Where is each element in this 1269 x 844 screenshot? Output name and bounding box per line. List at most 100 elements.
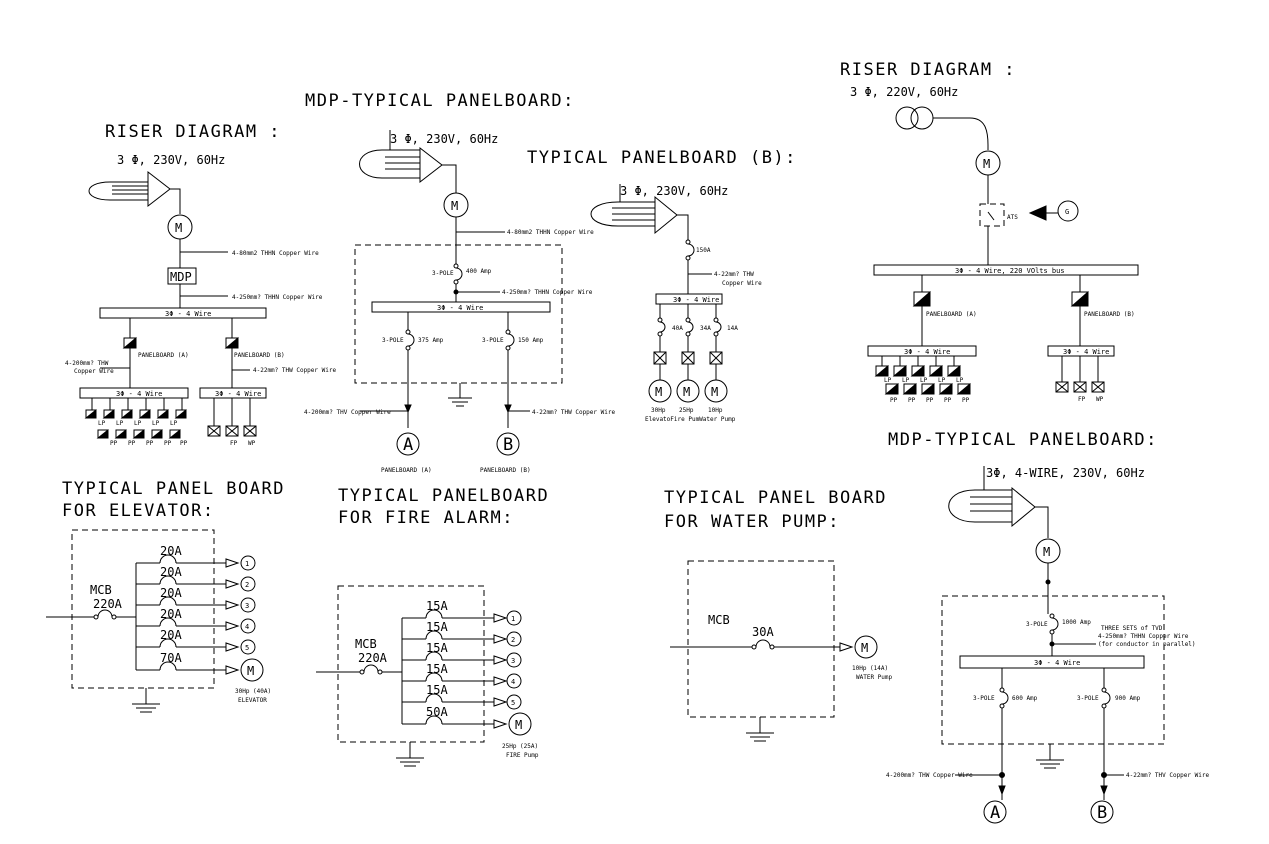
waterpump-title-1: TYPICAL PANEL BOARD [664,488,887,508]
svg-text:FP: FP [230,440,238,447]
riser-left-title: RISER DIAGRAM : [105,122,281,142]
riser-left-panel-b-loads: FP WP [207,398,257,447]
riser-right-supply: 3 Φ, 220V, 60Hz [850,85,958,99]
svg-text:G: G [1065,208,1069,216]
svg-text:M: M [247,664,254,678]
svg-text:15A: 15A [426,641,448,655]
mdp1-meter-label: M [451,199,458,213]
riser-left-wire-a: 4-200mm? THW [65,360,109,367]
svg-text:PP: PP [944,397,952,404]
svg-text:40A: 40A [672,325,683,332]
riser-right-bus [873,264,1139,276]
svg-text:3Φ - 4 Wire: 3Φ - 4 Wire [1034,659,1080,667]
panelb-bus [655,293,723,305]
elevator-branches: 20A 20A 20A 20A 20A 70A 1 2 3 4 5 M [136,544,264,682]
svg-text:10Hp (14A): 10Hp (14A) [852,665,888,672]
svg-text:5: 5 [511,699,515,707]
svg-text:M: M [515,718,522,732]
svg-text:M: M [655,385,662,399]
panelb-motor-2-icon [676,379,700,403]
riser-left-bus-label: 3Φ - 4 Wire [165,310,211,318]
mdp2-output-b [1090,800,1114,824]
svg-text:3Φ - 4 Wire: 3Φ - 4 Wire [1063,348,1109,356]
elevator-motor-icon [240,658,264,682]
firealarm-title-2: FOR FIRE ALARM: [338,508,514,528]
svg-text:20A: 20A [160,586,182,600]
svg-text:WP: WP [248,440,256,447]
svg-text:900 Amp: 900 Amp [1115,695,1141,702]
svg-text:MCB: MCB [355,637,377,651]
mdp1-output-a [396,432,420,456]
svg-text:ATS: ATS [1007,214,1018,221]
svg-text:PP: PP [180,440,188,447]
svg-text:5: 5 [245,644,249,652]
mdp1-wire-a: 4-200mm? THV Copper Wire [304,409,391,416]
mdp2-wire-a: 4-200mm? THW Copper Wire [886,772,973,779]
svg-text:70A: 70A [160,651,182,665]
mdp2-wire-b: 4-22mm? THV Copper Wire [1126,772,1209,779]
svg-text:1000 Amp: 1000 Amp [1062,619,1091,626]
svg-text:PP: PP [146,440,154,447]
svg-text:3-POLE: 3-POLE [1077,695,1099,702]
svg-text:LP: LP [920,377,928,384]
svg-text:WP: WP [1096,396,1104,403]
riser-left-meter-label: M [175,221,182,235]
svg-text:(for conductor in parallel): (for conductor in parallel) [1098,641,1196,648]
svg-text:3: 3 [245,602,249,610]
svg-text:FIRE Pump: FIRE Pump [506,752,539,759]
svg-text:220A: 220A [93,597,123,611]
svg-text:1: 1 [511,615,515,623]
svg-text:LP: LP [902,377,910,384]
mdp1-wire-b: 4-22mm? THW Copper Wire [532,409,615,416]
svg-text:MCB: MCB [90,583,112,597]
riser-left-bus [99,307,267,319]
svg-text:PP: PP [110,440,118,447]
riser-right-title: RISER DIAGRAM : [840,60,1016,80]
panelb-motor-3-icon [704,379,728,403]
riser-right-panel-b-loads: FP WP [1055,356,1105,403]
riser-left-wire2: 4-250mm? THHN Copper Wire [232,294,323,301]
svg-text:PP: PP [962,397,970,404]
svg-text:25Hp: 25Hp [679,407,694,414]
mdp1-transformer-icon [419,146,443,184]
panelb-transformer-icon [654,195,678,235]
elevator-enclosure [71,529,215,689]
svg-text:PANELBOARD (A): PANELBOARD (A) [381,467,432,474]
svg-text:MCB: MCB [708,613,730,627]
riser-left-supply: 3 Φ, 230V, 60Hz [117,153,225,167]
svg-text:2: 2 [511,636,515,644]
riser-left-wire-a2: Copper Wire [74,368,114,375]
svg-text:PP: PP [890,397,898,404]
svg-text:3-POLE: 3-POLE [482,337,504,344]
riser-left-service-loop [88,181,148,201]
mdp2-title: MDP-TYPICAL PANELBOARD: [888,430,1158,450]
riser-right-generator-icon [1057,200,1079,222]
svg-text:220A: 220A [358,651,388,665]
svg-text:3Φ - 4 Wire: 3Φ - 4 Wire [437,304,483,312]
svg-text:3-POLE: 3-POLE [432,270,454,277]
svg-text:M: M [1043,545,1050,559]
svg-text:15A: 15A [426,599,448,613]
svg-text:B: B [503,435,515,455]
svg-text:ELEVATOR: ELEVATOR [238,697,267,704]
svg-text:A: A [990,803,1002,823]
svg-text:20A: 20A [160,544,182,558]
svg-text:3Φ - 4 Wire: 3Φ - 4 Wire [673,296,719,304]
typical-panelboard-b: TYPICAL PANELBOARD (B): 3 Φ, 230V, 60Hz … [527,148,795,423]
waterpump-enclosure [687,560,835,718]
panelb-motor-1-icon [648,379,672,403]
svg-text:15A: 15A [426,683,448,697]
svg-text:A: A [403,435,415,455]
mdp2-bus [959,655,1145,669]
mdp-panelboard-top: MDP-TYPICAL PANELBOARD: 3 Φ, 230V, 60Hz … [304,91,615,474]
svg-text:150A: 150A [696,247,711,254]
elevator-title-2: FOR ELEVATOR: [62,501,215,521]
mdp2-transformer-icon [1011,486,1036,528]
svg-text:15A: 15A [426,662,448,676]
firealarm-enclosure [337,585,485,743]
svg-text:3Φ - 4 Wire, 220 VOlts bus: 3Φ - 4 Wire, 220 VOlts bus [955,267,1065,275]
riser-right-ats [979,203,1005,227]
svg-text:WATER Pump: WATER Pump [856,674,893,681]
riser-right-bus-b [1047,345,1115,357]
